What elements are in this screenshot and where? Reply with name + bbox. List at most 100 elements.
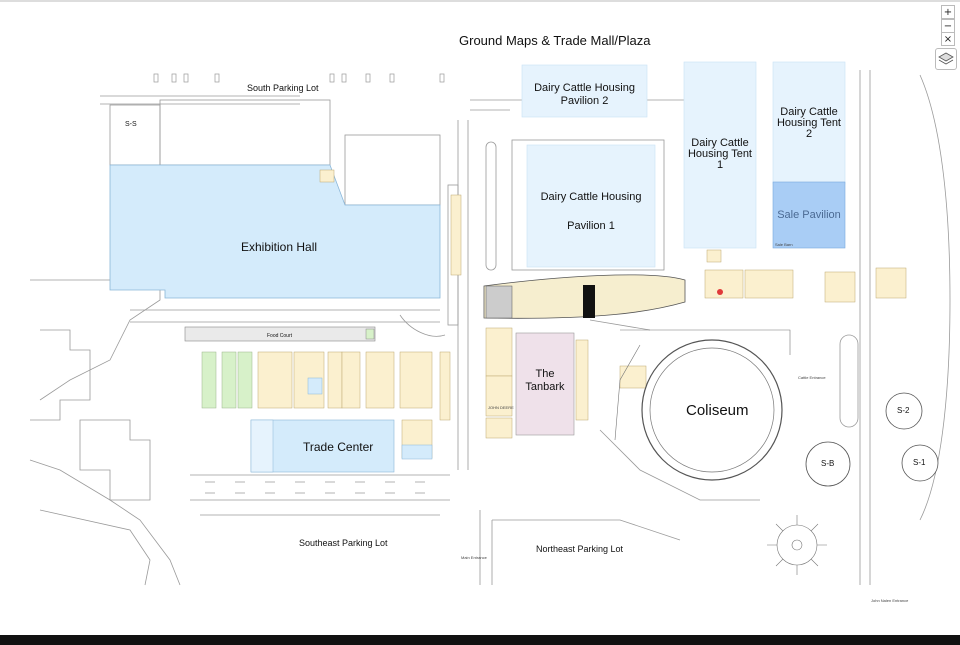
bottom-bar [0,635,960,645]
post [153,73,159,83]
trade-center-annex [250,419,274,473]
sb-label: S-B [821,459,835,468]
road-parking-southeast [190,474,450,516]
sale-pavilion-label: Sale Pavilion [777,209,841,221]
yellow-booth [485,375,513,417]
dairy-pavilion-1 [526,144,656,268]
exhibition-hall-label: Exhibition Hall [241,240,318,254]
yellow-booth [327,351,343,409]
dairy-pavilion-2 [521,64,648,118]
s2-circle [885,392,923,430]
green-booth [201,351,217,409]
tanbark-label: The Tanbark [525,368,565,393]
west-buildings [30,329,151,501]
yellow-booth [706,249,722,263]
map-title: Ground Maps & Trade Mall/Plaza [459,33,651,48]
southeast-parking-label: Southeast Parking Lot [299,538,388,548]
main-entrance-label: Main Entrance [461,555,487,560]
food-court [184,326,376,342]
post [341,73,347,83]
coliseum-label: Coliseum [686,402,749,419]
blue-booth [307,377,323,395]
yellow-booth [365,351,395,409]
layers-button[interactable] [935,48,957,70]
layers-icon [938,52,954,65]
zoom-in-button[interactable]: + [941,5,955,19]
s2-label: S-2 [897,406,910,415]
road-east [859,70,871,585]
cattle-entrance-label: Cattle Entrance [798,375,826,380]
sb-circle [805,441,851,487]
yellow-booth [399,351,433,409]
road-horizontal-mid [130,309,440,323]
yellow-booth [319,169,335,183]
blue-booth [401,444,433,460]
trade-center [250,419,395,473]
dairy-pavilion-1-label-b: Pavilion 1 [567,220,615,232]
dairy-pavilion-1-label-a: Dairy Cattle Housing [540,191,642,203]
road-vertical-center [457,120,469,470]
strip-building [159,99,331,166]
south-parking-lot-label: South Parking Lot [247,83,319,93]
s1-label: S-1 [913,458,926,467]
dairy-tent-1 [683,61,757,249]
coliseum [641,339,783,481]
sale-pavilion [772,181,846,249]
john-nalen-entrance-label: John Nalen Entrance [871,598,909,603]
north-east-bldg [344,134,441,206]
exhibition-hall [109,164,441,299]
coliseum-inner [649,347,775,473]
parking-stripes [205,481,425,494]
yellow-booth [439,351,451,421]
west-lot [39,509,151,586]
sale-barn-label: Sale Barn [775,242,793,247]
post [171,73,177,83]
road-west-upper [30,279,161,401]
radial-garden [767,515,827,575]
median-left [485,141,497,271]
yellow-booth [485,327,513,377]
ss-label: S-S [125,121,137,128]
red-marker [717,289,723,295]
john-deere-label: JOHN DEERE [488,405,514,410]
coliseum-frame [614,329,791,441]
tanbark [515,332,575,436]
yellow-booth [575,339,589,421]
ss-building [109,104,161,166]
yellow-booth [824,271,856,303]
pavilion-1-outline [511,139,665,271]
post [329,73,335,83]
road-coliseum-ring [589,319,760,501]
yellow-booth [875,267,907,299]
dairy-pavilion-2-label: Dairy Cattle Housing Pavilion 2 [534,82,635,107]
road-west-lower [29,459,181,586]
yellow-booth [485,417,513,439]
post [214,73,220,83]
post [365,73,371,83]
green-booth [237,351,253,409]
arena-dark-strip [485,285,513,319]
post [183,73,189,83]
trade-center-label: Trade Center [303,440,374,454]
dairy-tent-2-label: Dairy Cattle Housing Tent 2 [776,106,841,140]
post [439,73,445,83]
yellow-booth [744,269,794,299]
road-south-parking [100,95,300,105]
dairy-tent-2 [772,61,846,185]
top-border [0,0,960,2]
zoom-out-button[interactable]: − [941,19,955,33]
northeast-parking-label: Northeast Parking Lot [536,544,624,554]
reset-view-button[interactable]: × [941,32,955,46]
arena-dark-block [583,285,595,318]
dairy-tent-1-label: Dairy Cattle Housing Tent 1 [687,137,752,171]
road-northeast [479,510,681,585]
yellow-booth [450,194,462,276]
yellow-booth [704,269,744,299]
yellow-booth [257,351,293,409]
post [389,73,395,83]
food-court-label: Food Court [267,333,293,339]
food-court-green [365,328,375,340]
green-booth [221,351,237,409]
